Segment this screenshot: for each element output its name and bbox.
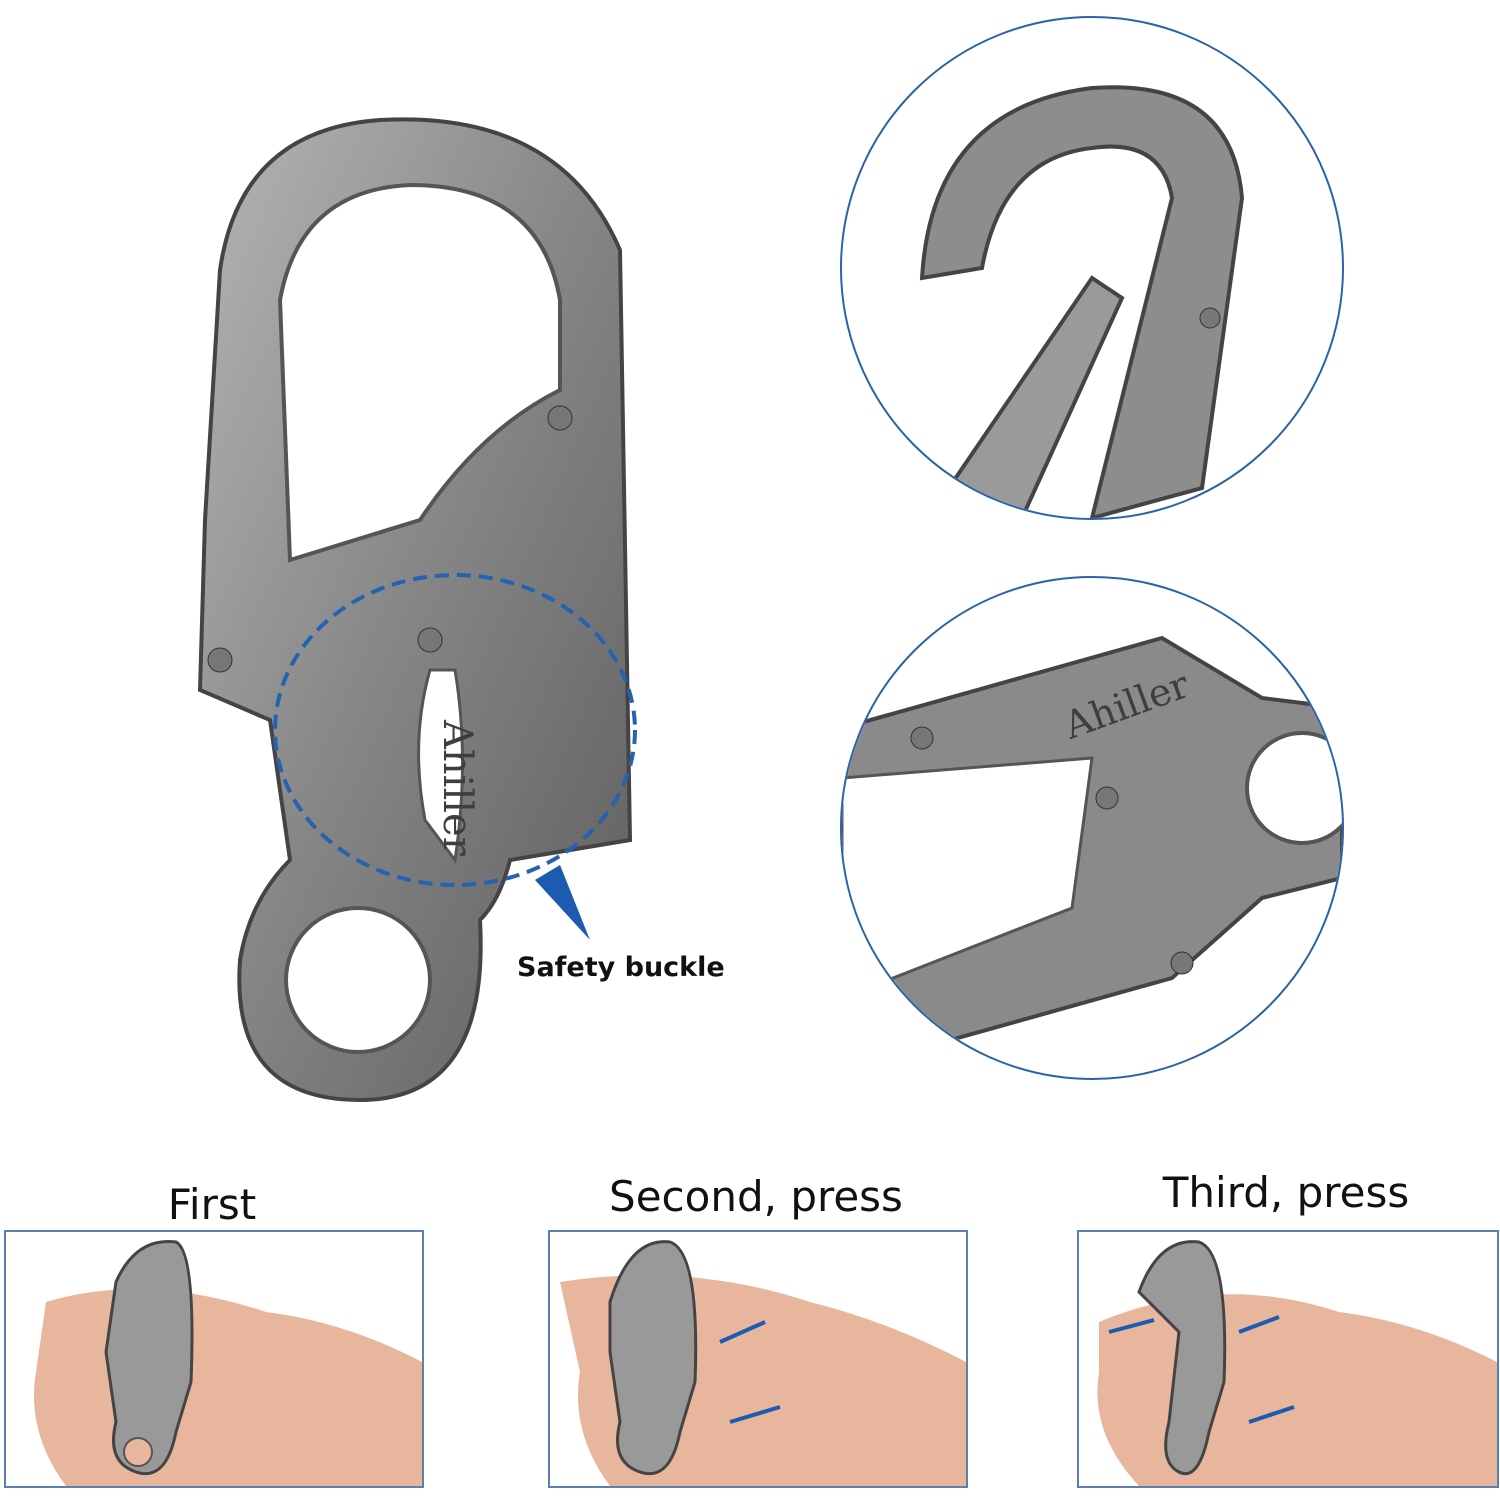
press-arrow [1108, 1318, 1155, 1334]
step-1-label: First [167, 1180, 257, 1229]
press-arrow [1248, 1405, 1295, 1424]
press-arrow [1238, 1315, 1280, 1334]
press-arrow [729, 1405, 781, 1424]
detail-circle-open-gate [840, 16, 1344, 520]
step-3-label: Third, press [1162, 1168, 1410, 1217]
step-3-photo [1077, 1230, 1499, 1488]
detail-circle-lock: Ahiller [840, 576, 1344, 1080]
step-1-photo [4, 1230, 424, 1488]
press-arrow [719, 1320, 766, 1344]
main-carabiner-image: Ahiller [180, 100, 660, 1110]
step-2-label: Second, press [609, 1172, 903, 1221]
step-2-photo [548, 1230, 968, 1488]
safety-buckle-label: Safety buckle [517, 952, 725, 983]
brand-engraving: Ahiller [434, 720, 480, 856]
